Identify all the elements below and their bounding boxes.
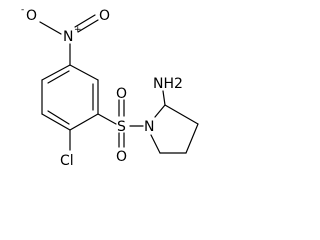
ring-double-bond (47, 110, 70, 125)
ring-bond (185, 123, 199, 154)
ring-double-bond (47, 70, 70, 84)
ring-bond (69, 113, 99, 131)
nitro-nitrogen-charge: + (74, 25, 82, 35)
benzene-ring (41, 64, 99, 131)
amino-group-label: NH2 (153, 76, 183, 92)
nitro-group: - O N + O (21, 5, 110, 66)
ring-bond (41, 113, 71, 131)
bond-nitro-nitrogen-to-oxygen-double (74, 14, 96, 28)
nitro-oxygen-charge: - (21, 5, 24, 15)
nitro-oxygen-minus-label: O (26, 8, 37, 24)
sulfonyl-oxygen-bottom-label: O (116, 149, 127, 165)
bond-nitro-nitrogen-to-oxygen-double (77, 19, 99, 33)
ring-bond (164, 104, 199, 125)
chloro-substituent: Cl (60, 129, 74, 169)
pyrrolidine-ring: N NH2 (144, 76, 199, 154)
sulfonyl-group: O S O (97, 86, 144, 165)
bond-ring-to-amino (162, 90, 166, 106)
nitro-oxygen-label: O (99, 8, 110, 24)
sulfonyl-oxygen-top-label: O (116, 86, 127, 102)
bond-ring-to-sulfur (97, 113, 117, 125)
chemical-structure-diagram: - O N + O Cl O S O N NH2 (21, 5, 199, 169)
chlorine-label: Cl (60, 153, 74, 169)
bond-nitro-nitrogen-to-oxygen-minus (39, 21, 62, 35)
ring-bond (69, 64, 99, 81)
ring-bond (154, 104, 166, 118)
ring-bond (41, 64, 71, 81)
sulfur-label: S (117, 119, 126, 135)
pyrrolidine-nitrogen-label: N (144, 119, 154, 135)
ring-bond (150, 134, 161, 154)
nitro-nitrogen-label: N (63, 29, 73, 45)
